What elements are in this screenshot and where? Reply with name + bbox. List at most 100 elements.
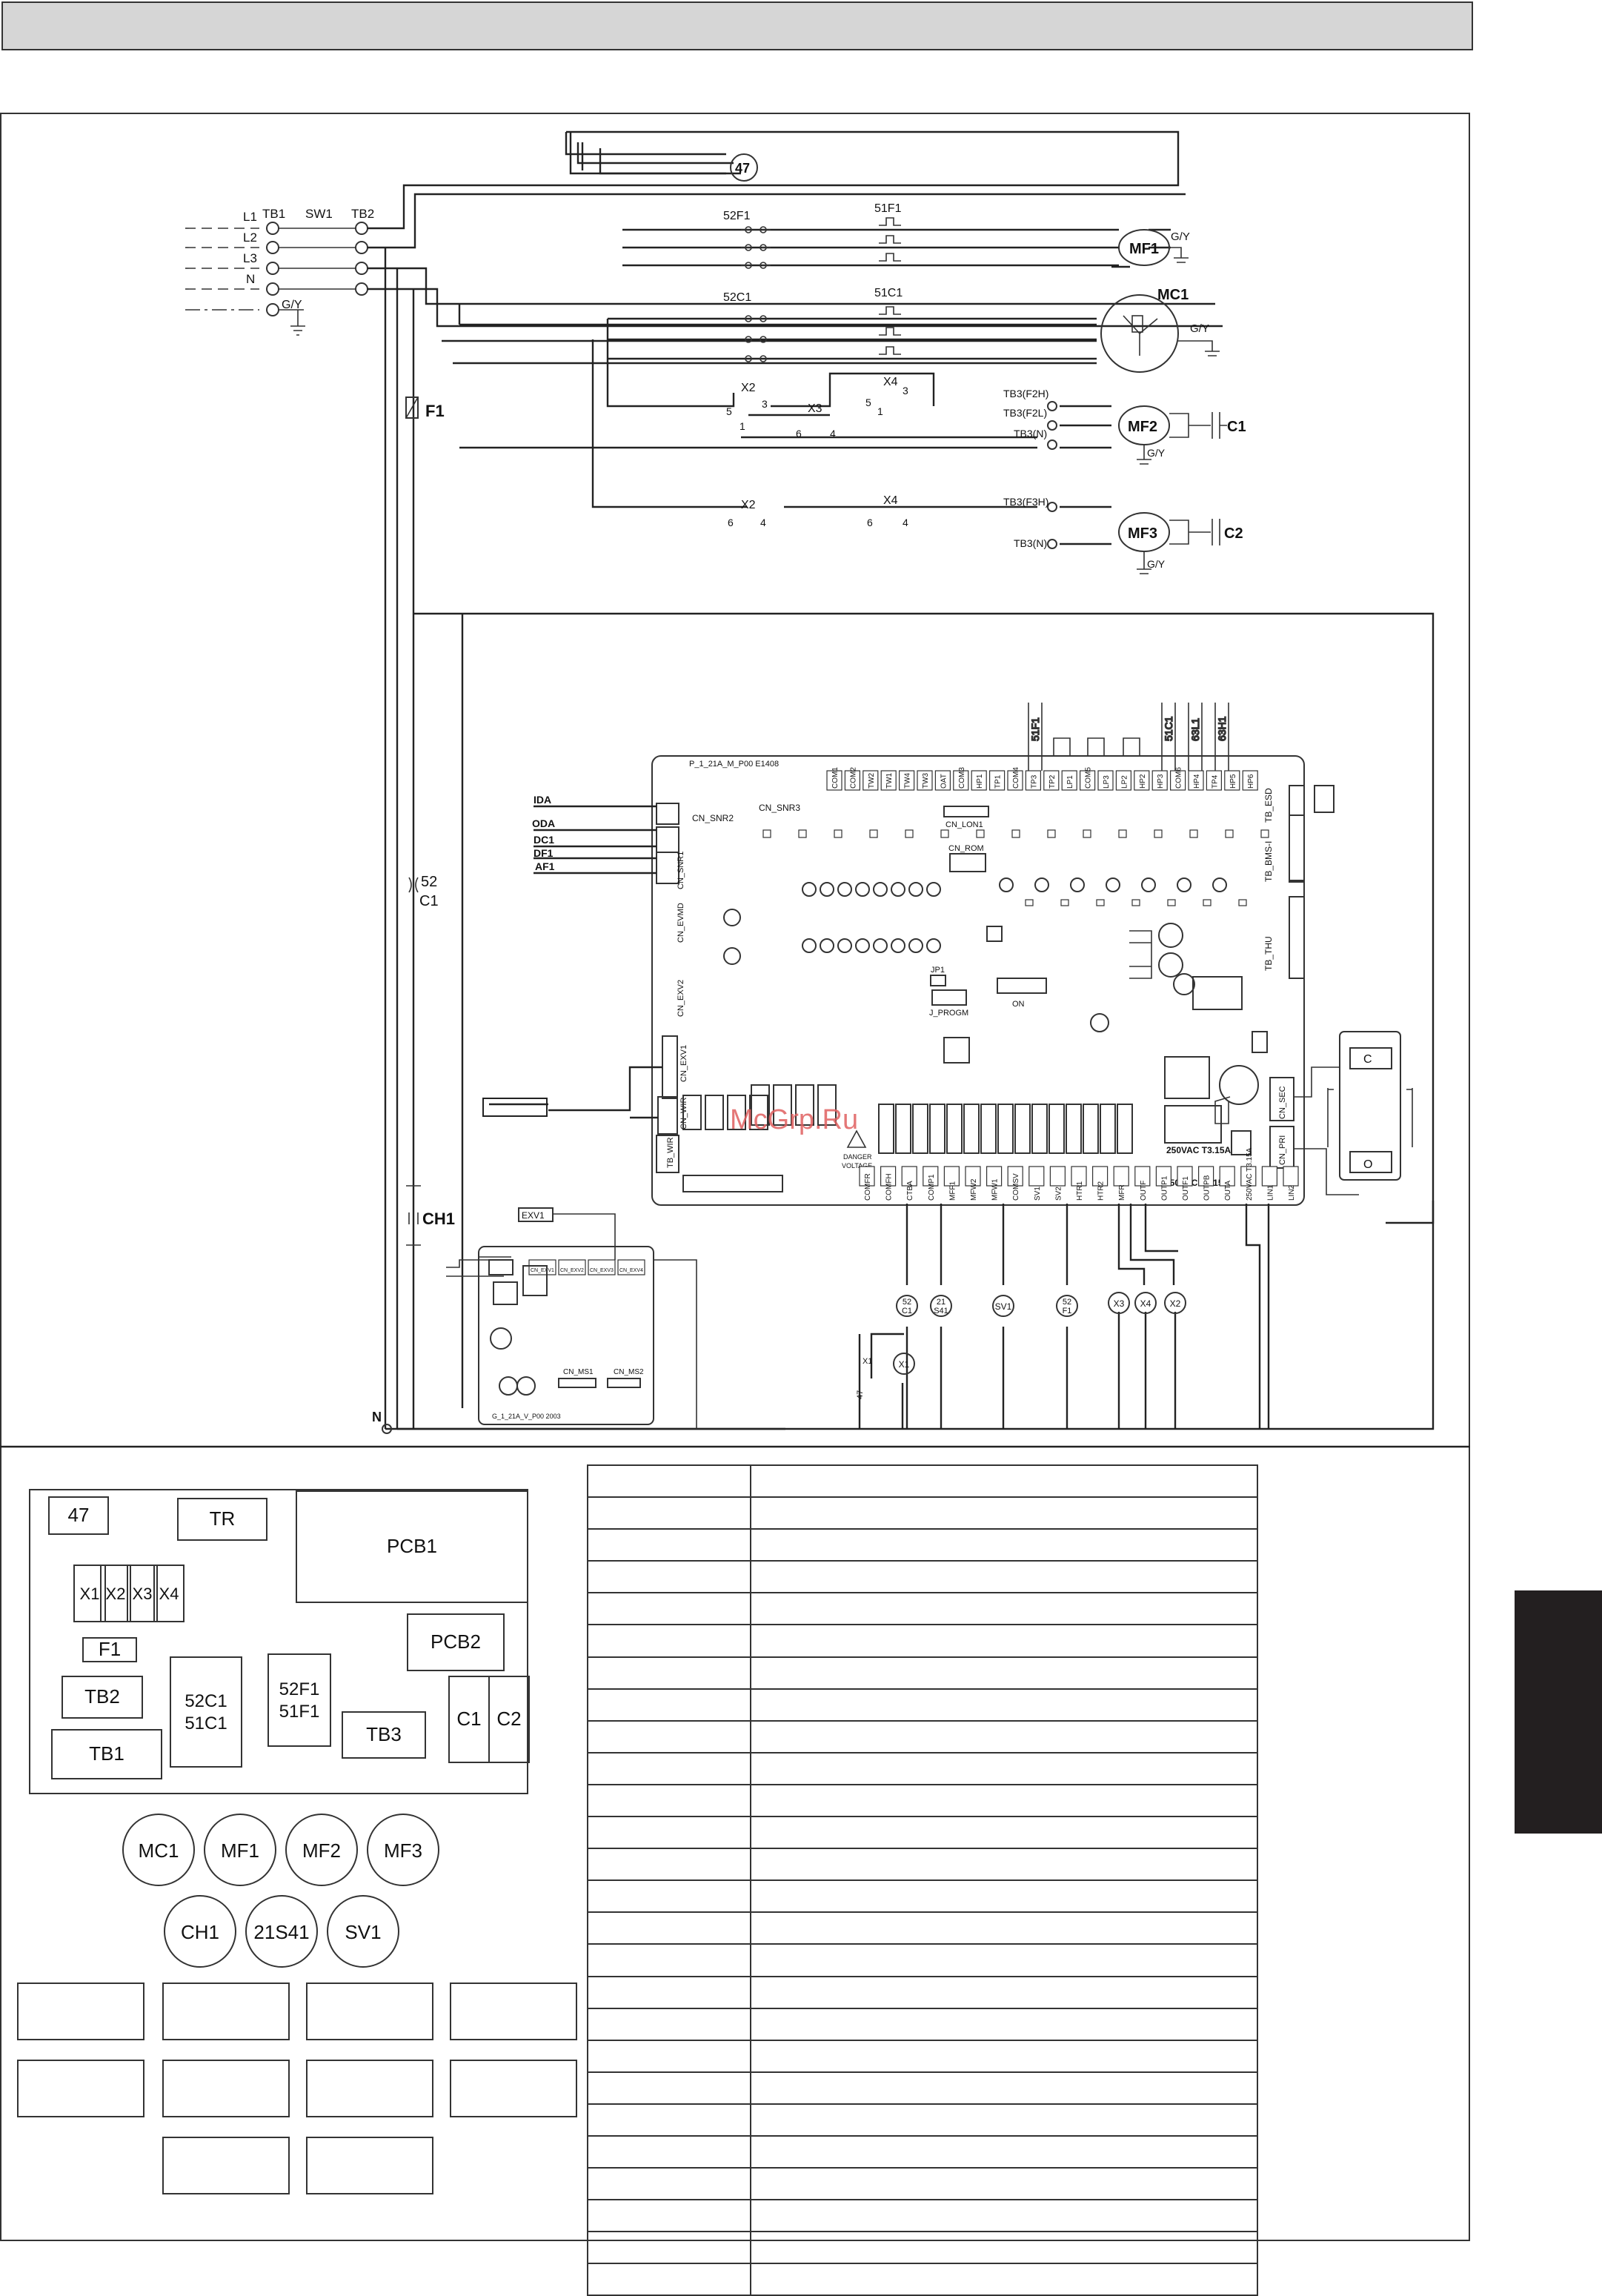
sw1-label: SW1: [305, 207, 333, 221]
legend-description-cell: [750, 2134, 1258, 2169]
cn-snr1-label: CN_SNR1: [677, 852, 685, 889]
heater-circle: [164, 1895, 236, 1968]
layout-box: [267, 1653, 331, 1747]
pcb-capacitor: [723, 909, 741, 926]
mf3-gy-label: G/Y: [1147, 558, 1166, 570]
pcb-pad: [905, 829, 914, 838]
pcb-pad: [1225, 829, 1234, 838]
cn-pri-connector: [1269, 1126, 1294, 1169]
top-pin: [898, 770, 915, 791]
legend-symbol-cell: [587, 1719, 751, 1753]
gy-input-label: G/Y: [282, 299, 302, 311]
pcb-capacitor: [802, 938, 817, 953]
tb1-label: TB1: [262, 207, 285, 221]
relay: [946, 1104, 963, 1154]
bottom-pin: [1049, 1166, 1066, 1187]
label-51f1: 51F1: [874, 202, 902, 215]
relay: [895, 1104, 911, 1154]
top-wire-label: 63L1: [1189, 718, 1201, 741]
legend-symbol-cell: [587, 1528, 751, 1562]
heater-circle-label: CH1: [181, 1921, 219, 1943]
top-pin-label: TP1: [994, 774, 1003, 789]
mc1-ground-icon: [1178, 340, 1220, 356]
voltage-label: VOLTAGE: [842, 1162, 872, 1169]
pcb-pad: [976, 829, 985, 838]
legend-row: [587, 1783, 1258, 1818]
pcb-pad: [1203, 899, 1212, 906]
pcb2-pin: [617, 1259, 645, 1275]
relay: [1014, 1104, 1031, 1154]
top-pin-label: TW4: [904, 772, 912, 789]
legend-description-cell: [750, 1656, 1258, 1690]
layout-box: [82, 1637, 137, 1662]
svg-text:6: 6: [728, 517, 734, 528]
legend-description-cell: [750, 2231, 1258, 2265]
layout-box-label: C2: [496, 1708, 521, 1730]
pcb-pad: [1083, 829, 1091, 838]
layout-box: [153, 1565, 185, 1622]
x3-label: X3: [808, 402, 822, 415]
heater-circle: [245, 1895, 318, 1968]
legend-symbol-cell: [587, 1975, 751, 2009]
svg-text:3: 3: [762, 398, 768, 410]
load-l6-symbol: [1134, 1292, 1157, 1314]
contactor-52c1-51c1: [745, 306, 901, 362]
bottom-pin-label: MFW2: [970, 1178, 978, 1201]
legend-symbol-cell: [587, 2103, 751, 2137]
pcb-pad: [1189, 829, 1198, 838]
svg-text:4: 4: [903, 517, 908, 528]
top-pin: [1097, 770, 1114, 791]
top-pin: [953, 770, 969, 791]
tb-esd-label: TB_ESD: [1263, 788, 1274, 823]
bottom-pin: [1219, 1166, 1235, 1187]
load-l5-symbol: [1108, 1292, 1130, 1314]
layout-box-label: C1: [456, 1708, 481, 1730]
mf2-label: MF2: [1128, 419, 1157, 435]
contact-47-label: 47: [856, 1390, 865, 1399]
mf2-ground-icon: [1137, 445, 1151, 465]
pcb-pad: [1154, 829, 1163, 838]
pcb-pad: [1167, 899, 1176, 906]
heater-circle-label: SV1: [345, 1921, 381, 1943]
empty-box: [306, 2060, 433, 2117]
tb2-label: TB2: [351, 207, 374, 221]
top-pin-label: COM2: [849, 767, 857, 789]
pcb-capacitor: [873, 938, 888, 953]
mf1-ground-icon: [1169, 247, 1189, 263]
c2-capacitor-icon: [1169, 519, 1220, 545]
load-l2-symbol: [930, 1295, 952, 1317]
legend-symbol-cell: [587, 1911, 751, 1945]
legend-description-cell: [750, 2071, 1258, 2105]
top-pin: [934, 770, 951, 791]
bottom-pin: [965, 1166, 981, 1187]
load-l1-label: 52: [903, 1298, 911, 1307]
legend-symbol-cell: [587, 1592, 751, 1626]
contact-c1-label: C1: [419, 893, 439, 909]
mc1-label: MC1: [1157, 287, 1189, 303]
load-l3-symbol: [992, 1295, 1014, 1317]
motor-circle: [285, 1814, 358, 1886]
cn-exv1-label: CN_EXV1: [679, 1045, 688, 1082]
wiring-diagram: L1 L2 L3 N TB1 SW1 TB2 G/Y: [0, 130, 1470, 2194]
bottom-pin: [943, 1166, 960, 1187]
label-51c1: 51C1: [874, 287, 903, 299]
bottom-pin: [901, 1166, 917, 1187]
cn-rom-label: CN_ROM: [948, 844, 984, 853]
pcb-capacitor: [926, 882, 941, 897]
relay: [963, 1104, 980, 1154]
control-rail: [384, 248, 1435, 1430]
motor-circle-label: MF3: [384, 1839, 422, 1862]
side-tab: [1515, 1590, 1602, 1834]
legend-symbol-cell: [587, 1943, 751, 1977]
empty-box: [306, 2137, 433, 2194]
top-pin: [863, 770, 879, 791]
top-wire: [1161, 703, 1176, 771]
relay: [749, 1095, 768, 1130]
top-pin-label: COM1: [831, 767, 840, 789]
pcb-capacitor: [908, 938, 923, 953]
cn-snr3-label: CN_SNR3: [759, 803, 800, 813]
pcb-capacitor: [855, 938, 870, 953]
pcb-capacitor: [1034, 877, 1049, 892]
